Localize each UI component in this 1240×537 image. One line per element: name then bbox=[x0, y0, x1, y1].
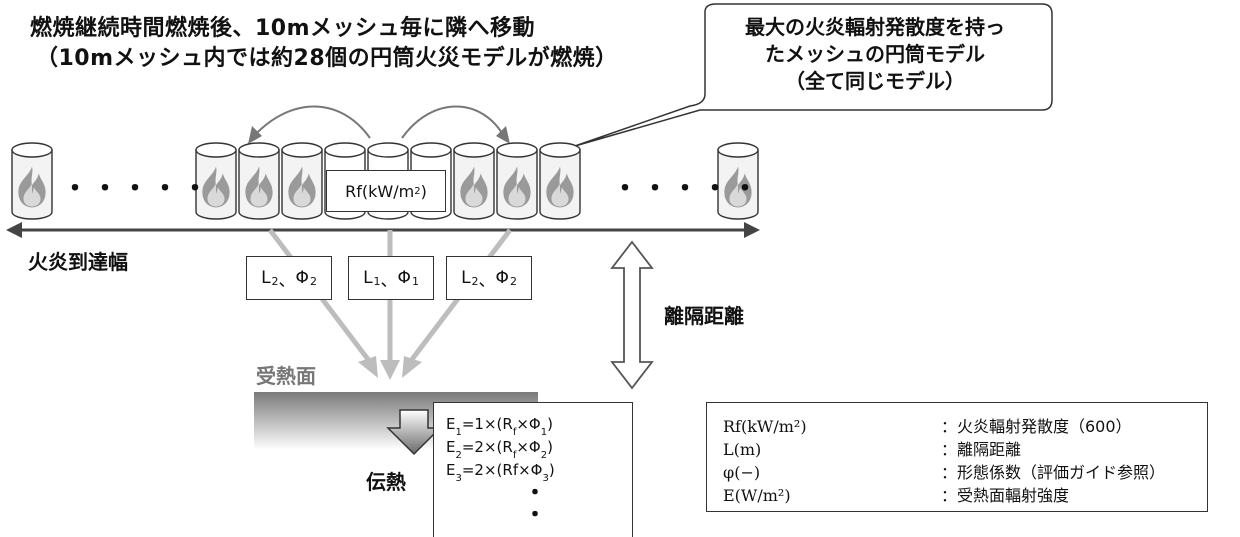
burning-cylinder bbox=[195, 142, 237, 220]
l-symbol: L bbox=[461, 268, 471, 288]
l-sub: 2 bbox=[271, 274, 279, 288]
burning-cylinder bbox=[717, 142, 759, 220]
callout-line-3: （全て同じモデル） bbox=[785, 69, 965, 93]
burning-cylinder bbox=[281, 142, 323, 220]
callout-line-2: たメッシュの円筒モデル bbox=[765, 42, 985, 66]
l-sep: 、 bbox=[278, 270, 296, 291]
l-sub: 1 bbox=[373, 274, 381, 288]
legend-desc: ：形態係数（評価ガイド参照） bbox=[941, 463, 1166, 482]
legend-row: Rf(kW/m²) ：火炎輻射発散度（600） bbox=[723, 413, 1132, 437]
callout-bubble bbox=[574, 3, 1053, 147]
legend-row: L(m) ：離隔距離 bbox=[723, 436, 1021, 460]
movement-arrows bbox=[251, 105, 506, 139]
curved-arrow-left-head bbox=[248, 126, 262, 144]
phi-symbol: Φ bbox=[295, 268, 309, 288]
callout-text: 最大の火炎輻射発散度を持っ たメッシュの円筒モデル （全て同じモデル） bbox=[710, 14, 1040, 95]
separation-double-arrow bbox=[610, 240, 654, 390]
equation-box: E1=1×(Rf×Φ1) E2=2×(Rf×Φ2) E3=2×(Rf×Φ3) ・… bbox=[433, 402, 633, 537]
legend-desc: ：離隔距離 bbox=[941, 440, 1022, 459]
rf-sup: 2 bbox=[414, 185, 421, 197]
vertical-dot-2: ・ bbox=[524, 503, 547, 528]
rf-label: Rf(kW/m bbox=[345, 181, 415, 201]
l-sep: 、 bbox=[478, 270, 496, 291]
heat-transfer-label: 伝熱 bbox=[366, 470, 406, 494]
equation-e2: E2=2×(Rf×Φ2) bbox=[446, 438, 553, 461]
phi-sub: 2 bbox=[309, 274, 317, 288]
vertical-dot-1: ・ bbox=[524, 481, 547, 506]
legend-term: E(W/m²) bbox=[723, 486, 791, 505]
phi-sub: 1 bbox=[411, 274, 419, 288]
curved-arrow-right bbox=[401, 105, 506, 139]
ellipsis-right: ・・・・・ bbox=[612, 174, 763, 204]
curved-arrow-left bbox=[251, 105, 371, 139]
legend-term: Rf(kW/m²) bbox=[723, 417, 807, 436]
legend-term: φ(−) bbox=[723, 463, 761, 482]
heading-line-1: 燃焼継続時間燃焼後、10mメッシュ毎に隣へ移動 bbox=[30, 16, 536, 41]
legend-box: Rf(kW/m²) ：火炎輻射発散度（600） L(m) ：離隔距離 φ(−) ：形態… bbox=[706, 402, 1208, 512]
callout-line-1: 最大の火炎輻射発散度を持っ bbox=[745, 15, 1005, 39]
burning-cylinder bbox=[238, 142, 280, 220]
rf-close: ) bbox=[420, 181, 427, 201]
equation-e1: E1=1×(Rf×Φ1) bbox=[446, 415, 553, 438]
receiving-surface-label: 受熱面 bbox=[256, 364, 316, 388]
separation-label: 離隔距離 bbox=[664, 304, 744, 328]
l-symbol: L bbox=[363, 268, 373, 288]
cylinder-row bbox=[11, 142, 759, 220]
burning-cylinder bbox=[539, 142, 581, 220]
legend-desc: ：火炎輻射発散度（600） bbox=[941, 417, 1132, 436]
phi-symbol: Φ bbox=[397, 268, 411, 288]
legend-desc: ：受熱面輻射強度 bbox=[941, 486, 1070, 505]
l-sep: 、 bbox=[380, 270, 398, 291]
flame-reach-arrow bbox=[6, 222, 760, 238]
legend-term: L(m) bbox=[723, 440, 762, 459]
curved-arrow-right-head bbox=[496, 126, 510, 144]
heat-transfer-arrow bbox=[386, 409, 442, 456]
burning-cylinder bbox=[453, 142, 495, 220]
legend-row: φ(−) ：形態係数（評価ガイド参照） bbox=[723, 459, 1165, 483]
legend-row: E(W/m²) ：受熱面輻射強度 bbox=[723, 482, 1069, 506]
flame-reach-label: 火炎到達幅 bbox=[28, 250, 128, 274]
burning-cylinder bbox=[496, 142, 538, 220]
l-symbol: L bbox=[261, 268, 271, 288]
burning-cylinder bbox=[11, 142, 53, 220]
equation-e3: E3=2×(Rf×Φ3) bbox=[446, 461, 555, 484]
ellipsis-left: ・・・・・ bbox=[62, 174, 213, 204]
phi-sub: 2 bbox=[509, 274, 517, 288]
heading-line-2: （10mメッシュ内では約28個の円筒火災モデルが燃焼） bbox=[36, 46, 618, 71]
phi-symbol: Φ bbox=[495, 268, 509, 288]
l-sub: 2 bbox=[471, 274, 479, 288]
radiation-arrowheads bbox=[358, 356, 422, 380]
